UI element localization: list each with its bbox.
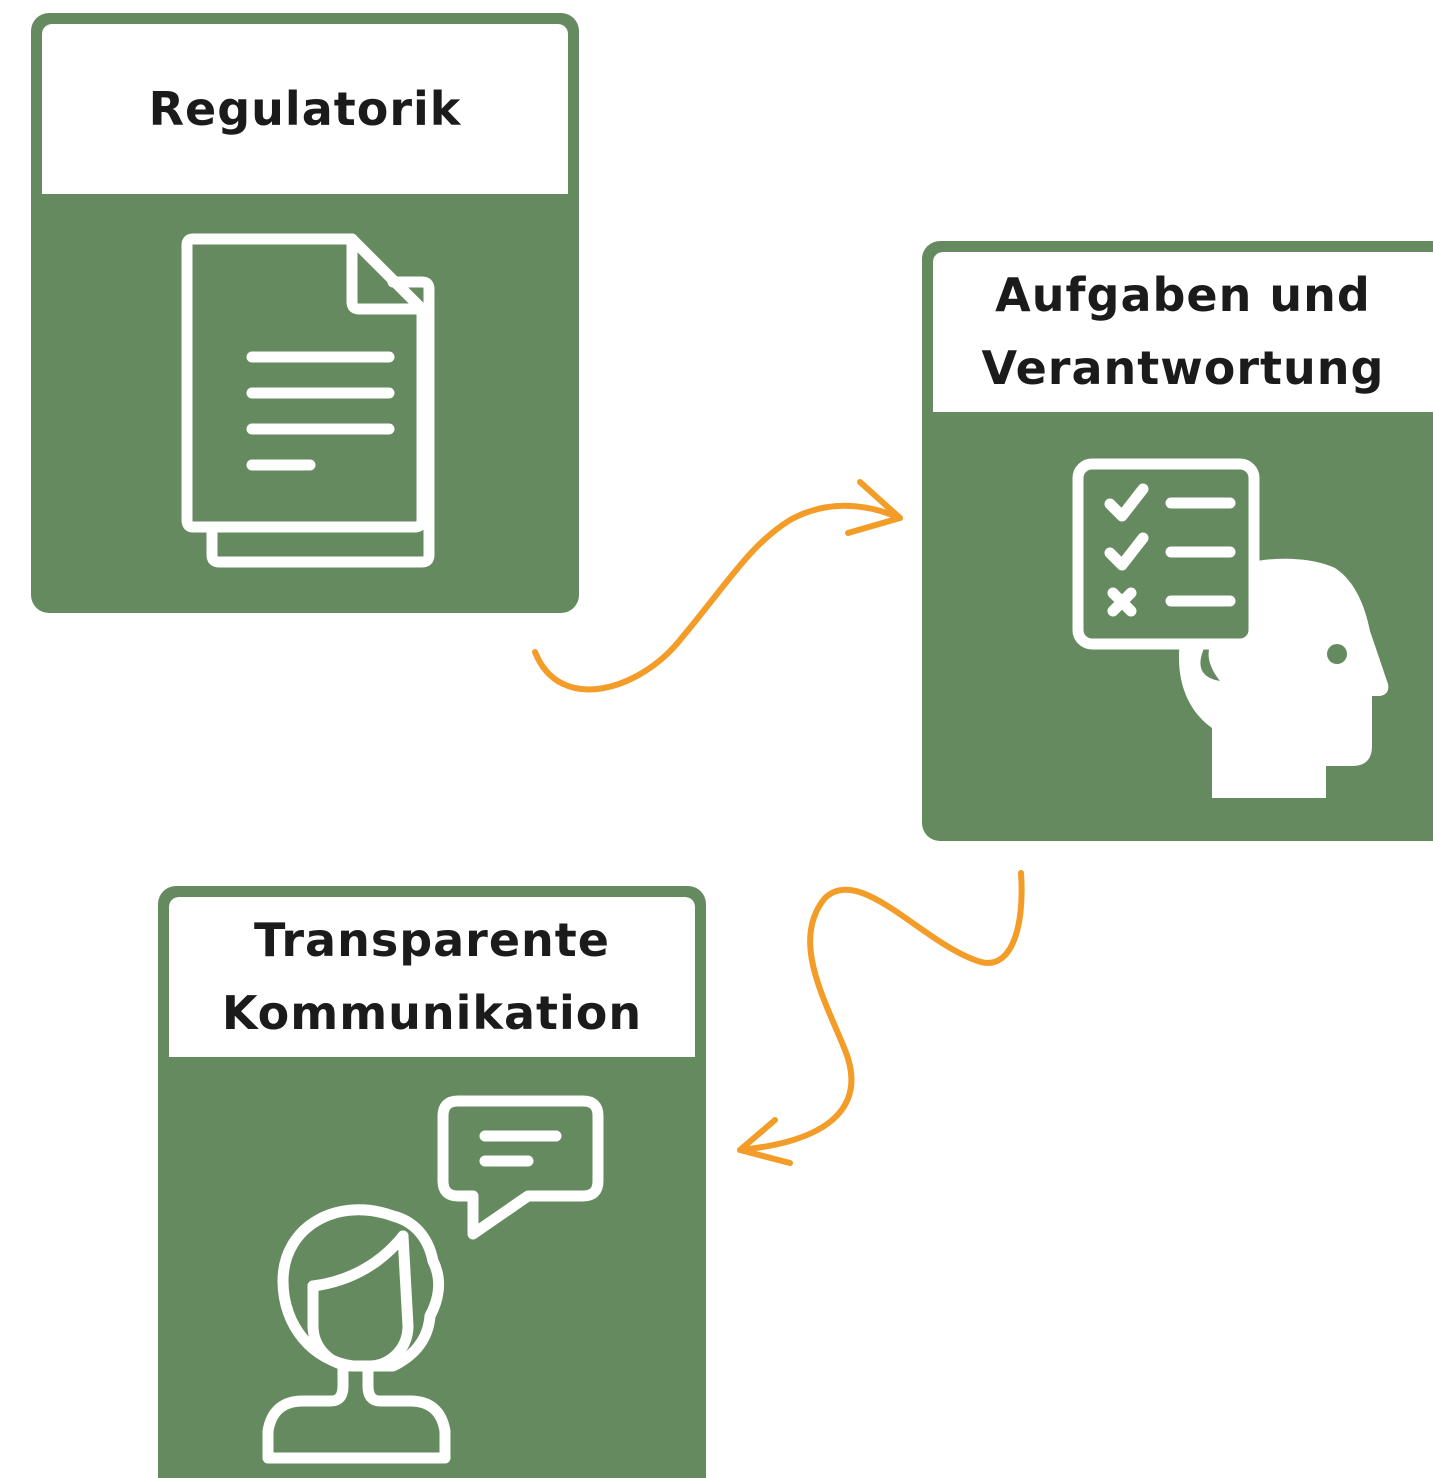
card-title-line: Kommunikation <box>221 986 643 1040</box>
card-aufgaben-verantwortung: Aufgaben und Verantwortung <box>922 241 1433 841</box>
card-title-line: Verantwortung <box>981 341 1385 395</box>
card-title-box: Aufgaben und Verantwortung <box>933 252 1433 412</box>
arrow-aufgaben-to-kommunikation <box>737 870 1025 1166</box>
card-transparente-kommunikation: Transparente Kommunikation <box>158 886 706 1478</box>
card-title-box: Regulatorik <box>42 24 568 194</box>
card-title: Transparente Kommunikation <box>222 904 642 1050</box>
card-title-line: Transparente <box>254 913 610 967</box>
document-icon <box>181 233 435 568</box>
card-title-box: Transparente Kommunikation <box>169 897 695 1057</box>
card-title: Regulatorik <box>148 81 462 136</box>
card-regulatorik: Regulatorik <box>31 13 579 613</box>
card-title-line: Aufgaben und <box>995 268 1371 322</box>
arrow-regulatorik-to-aufgaben <box>532 479 903 693</box>
checklist-head-icon <box>1072 458 1389 798</box>
card-title: Aufgaben und Verantwortung <box>982 259 1385 405</box>
person-speech-icon <box>262 1095 604 1464</box>
